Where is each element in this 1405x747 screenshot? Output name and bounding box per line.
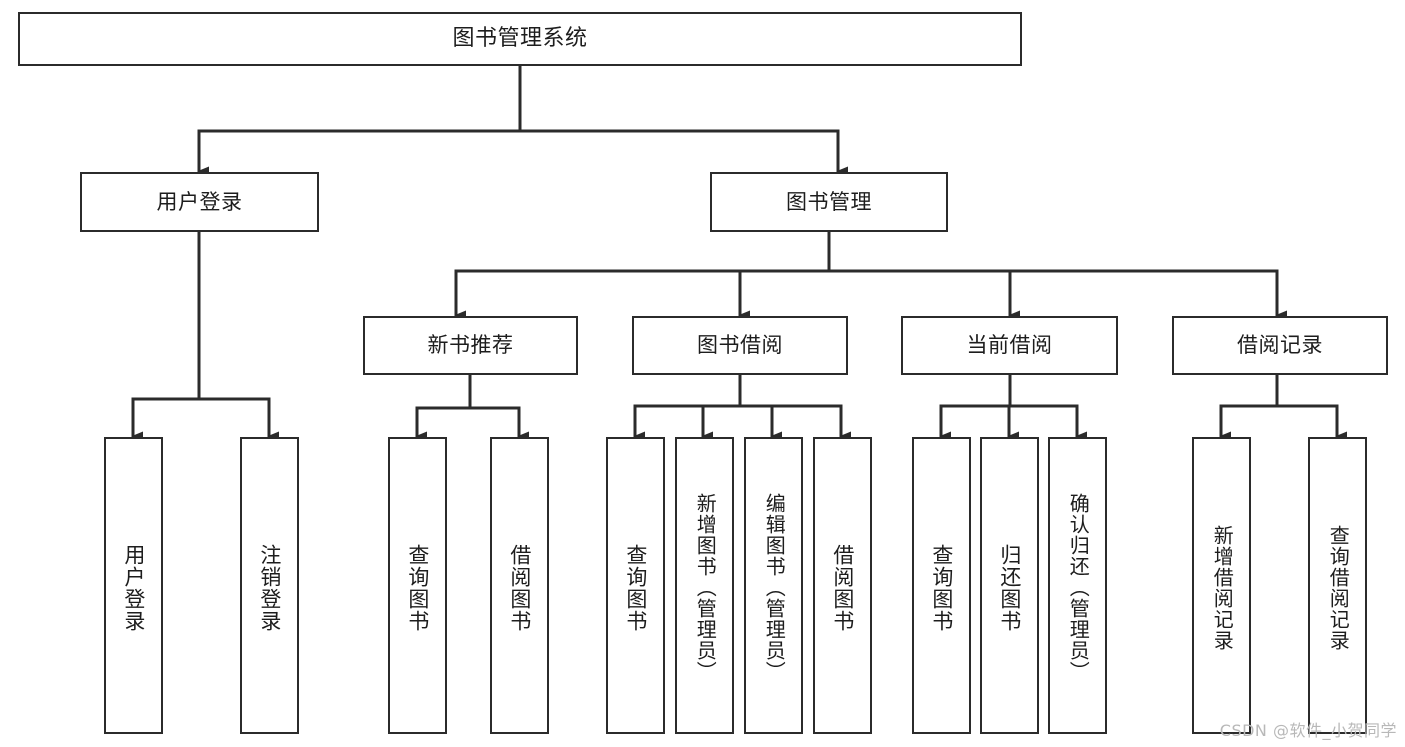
leaf-query-book-new-recommend[interactable]: 查询图书: [388, 437, 447, 734]
node-book-management[interactable]: 图书管理: [710, 172, 948, 232]
node-borrow-record[interactable]: 借阅记录: [1172, 316, 1388, 375]
leaf-logout[interactable]: 注销登录: [240, 437, 299, 734]
node-label: 归还图书: [997, 543, 1022, 632]
leaf-query-book-current[interactable]: 查询图书: [912, 437, 971, 734]
node-label: 借阅图书: [507, 543, 532, 632]
leaf-user-login[interactable]: 用户登录: [104, 437, 163, 734]
leaf-borrow-book[interactable]: 借阅图书: [813, 437, 872, 734]
node-label: 编辑图书（管理员）: [762, 493, 787, 682]
node-new-book-recommend[interactable]: 新书推荐: [363, 316, 578, 375]
node-label: 当前借阅: [966, 333, 1053, 358]
leaf-edit-book-admin[interactable]: 编辑图书（管理员）: [744, 437, 803, 734]
node-user-login[interactable]: 用户登录: [80, 172, 319, 232]
leaf-add-borrow-record[interactable]: 新增借阅记录: [1192, 437, 1251, 734]
node-label: 新增借阅记录: [1210, 524, 1235, 651]
node-label: 新增图书（管理员）: [693, 493, 718, 682]
node-label: 确认归还（管理员）: [1066, 493, 1091, 682]
leaf-add-book-admin[interactable]: 新增图书（管理员）: [675, 437, 734, 734]
node-label: 借阅图书: [830, 543, 855, 632]
node-label: 图书借阅: [697, 333, 783, 358]
node-root-book-management-system[interactable]: 图书管理系统: [18, 12, 1022, 66]
node-label: 查询图书: [405, 543, 430, 632]
node-label: 注销登录: [257, 543, 282, 632]
node-label: 借阅记录: [1237, 333, 1323, 358]
node-label: 用户登录: [156, 189, 243, 214]
leaf-confirm-return-admin[interactable]: 确认归还（管理员）: [1048, 437, 1107, 734]
leaf-query-borrow-record[interactable]: 查询借阅记录: [1308, 437, 1367, 734]
leaf-query-book-borrow[interactable]: 查询图书: [606, 437, 665, 734]
node-label: 查询图书: [623, 543, 648, 632]
node-book-borrow[interactable]: 图书借阅: [632, 316, 848, 375]
node-label: 查询借阅记录: [1326, 524, 1351, 651]
leaf-borrow-book-new-recommend[interactable]: 借阅图书: [490, 437, 549, 734]
leaf-return-book[interactable]: 归还图书: [980, 437, 1039, 734]
node-label: 查询图书: [929, 543, 954, 632]
node-label: 图书管理: [786, 189, 872, 214]
node-label: 图书管理系统: [452, 26, 588, 52]
node-current-borrow[interactable]: 当前借阅: [901, 316, 1118, 375]
node-label: 新书推荐: [427, 333, 514, 358]
node-label: 用户登录: [121, 543, 146, 632]
